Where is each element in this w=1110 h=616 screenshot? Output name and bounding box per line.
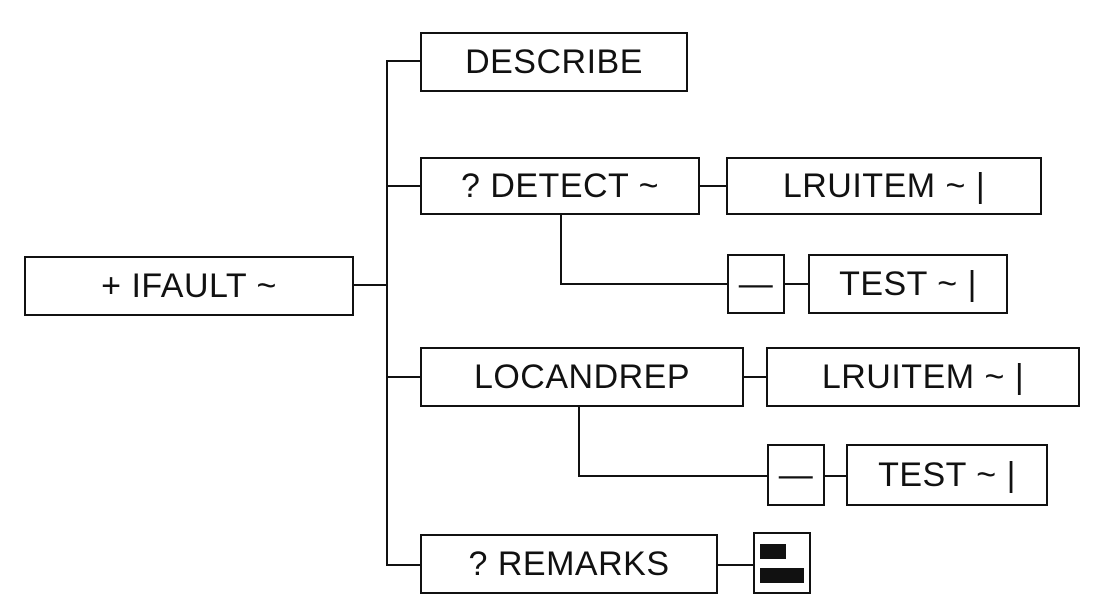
node-locandrep-test[interactable]: TEST ~ | xyxy=(846,444,1048,506)
connector-root-spine xyxy=(352,284,388,286)
connector-locandrep-dash xyxy=(578,475,768,477)
connector-spine-locandrep xyxy=(386,376,420,378)
connector-locandrep-dash-test xyxy=(824,475,846,477)
connector-locandrep-lruitem xyxy=(742,376,766,378)
node-locandrep-lruitem[interactable]: LRUITEM ~ | xyxy=(766,347,1080,407)
connector-remarks-icon xyxy=(718,564,754,566)
connector-detect-dash-test xyxy=(784,283,808,285)
node-ifault-label: + IFAULT ~ xyxy=(101,266,277,305)
connector-detect-lruitem xyxy=(698,185,726,187)
connector-main-spine xyxy=(386,60,388,566)
text-lines-icon[interactable] xyxy=(753,532,811,594)
connector-detect-down xyxy=(560,214,562,284)
node-detect-test[interactable]: TEST ~ | xyxy=(808,254,1008,314)
text-line-short xyxy=(760,544,786,559)
node-locandrep[interactable]: LOCANDREP xyxy=(420,347,744,407)
node-ifault[interactable]: + IFAULT ~ xyxy=(24,256,354,316)
node-detect-lruitem[interactable]: LRUITEM ~ | xyxy=(726,157,1042,215)
node-detect-label: ? DETECT ~ xyxy=(460,166,660,205)
node-remarks-label: ? REMARKS xyxy=(468,544,670,583)
node-describe-label: DESCRIBE xyxy=(465,42,643,81)
node-detect[interactable]: ? DETECT ~ xyxy=(420,157,700,215)
connector-spine-remarks xyxy=(386,564,420,566)
node-locandrep-test-label: TEST ~ | xyxy=(878,455,1016,494)
node-remarks[interactable]: ? REMARKS xyxy=(420,534,718,594)
node-detect-lruitem-label: LRUITEM ~ | xyxy=(782,166,986,205)
node-describe[interactable]: DESCRIBE xyxy=(420,32,688,92)
node-locandrep-lruitem-label: LRUITEM ~ | xyxy=(821,357,1025,396)
node-locandrep-dash-label: — xyxy=(778,455,814,494)
connector-spine-detect xyxy=(386,185,420,187)
node-locandrep-label: LOCANDREP xyxy=(473,357,691,396)
connector-locandrep-down xyxy=(578,406,580,476)
connector-detect-dash xyxy=(560,283,728,285)
node-detect-dash-label: — xyxy=(738,264,774,303)
node-detect-dash[interactable]: — xyxy=(727,254,785,314)
node-locandrep-dash[interactable]: — xyxy=(767,444,825,506)
node-detect-test-label: TEST ~ | xyxy=(839,264,977,303)
connector-spine-describe xyxy=(386,60,420,62)
text-line-long xyxy=(760,568,804,583)
